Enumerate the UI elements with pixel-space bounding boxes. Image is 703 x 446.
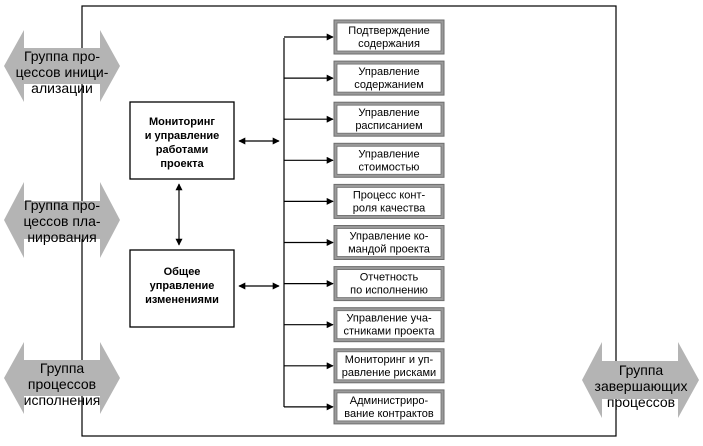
process-label: вание контрактов [344,408,434,420]
executing-group-line: процессов [28,376,96,392]
process-label: Администриро- [350,395,429,407]
process-label: роля качества [353,202,426,214]
process-label: Управление ко- [350,231,429,243]
process-label: расписанием [355,120,422,132]
change-box-line: Общее [164,266,201,278]
change-control-box: Общее управление изменениями [129,249,235,328]
process-label: стниками проекта [344,326,436,338]
process-box: Администриро-вание контрактов [284,389,445,425]
initiating-group-line: Группа про- [24,48,100,64]
process-box: Мониторинг и уп-равление рисками [284,348,445,384]
closing-group-arrow: Группа завершающих процессов [582,342,699,418]
monitoring-box-line: Мониторинг [149,116,215,128]
closing-group-line: процессов [607,394,675,410]
process-label: содержания [358,38,420,50]
change-box-line: изменениями [145,294,219,306]
executing-group-line: Группа [40,360,85,376]
process-label: Мониторинг и уп- [345,354,434,366]
monitoring-box-line: проекта [160,158,204,170]
process-label: Управление [358,107,419,119]
process-box: Процесс конт-роля качества [284,183,445,219]
process-label: Управление уча- [346,313,432,325]
process-label: Подтверждение [348,25,429,37]
process-label: стоимостью [359,161,420,173]
planning-group-line: нирования [27,229,96,245]
initiating-group-arrow: Группа про- цессов иници- ализации [4,30,120,102]
process-box: Управление ко-мандой проекта [284,225,445,260]
process-label: Отчетность [360,272,419,284]
process-label: равление рисками [342,367,436,379]
process-box-fill [336,63,442,93]
planning-group-arrow: Группа про- цессов пла- нирования [4,182,120,258]
process-box-fill [336,392,442,422]
initiating-group-line: ализации [31,80,93,96]
process-label: по исполнению [350,285,428,297]
planning-group-line: Группа про- [24,197,100,213]
monitoring-box-line: и управление [145,130,220,142]
monitoring-control-box: Мониторинг и управление работами проекта [129,101,235,180]
process-box-fill [336,186,442,216]
process-box-fill [336,145,442,175]
process-box-fill [336,269,442,299]
closing-group-line: завершающих [595,378,688,394]
process-label: содержанием [354,79,424,91]
process-label: Управление [358,66,419,78]
process-list: ПодтверждениесодержанияУправлениесодержа… [284,19,445,425]
executing-group-line: исполнения [24,392,101,408]
process-box-fill [336,228,442,257]
change-box-line: управление [150,280,215,292]
process-box-fill [336,351,442,381]
process-box-fill [336,310,442,340]
process-label: Процесс конт- [353,189,426,201]
closing-group-line: Группа [619,362,664,378]
initiating-group-line: цессов иници- [16,64,109,80]
process-box: Управление уча-стниками проекта [284,307,445,343]
process-label: Управление [358,148,419,160]
process-box-fill [336,22,442,52]
process-label: мандой проекта [348,244,431,256]
monitoring-box-line: работами [156,144,208,156]
planning-group-line: цессов пла- [23,213,100,229]
process-box-fill [336,104,442,134]
executing-group-arrow: Группа процессов исполнения [4,342,120,414]
